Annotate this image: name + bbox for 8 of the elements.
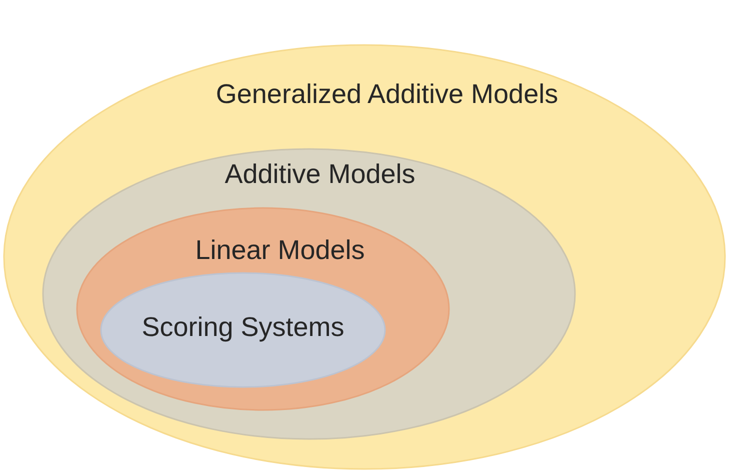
set-label: Scoring Systems [142, 311, 344, 344]
set-ellipse [100, 272, 386, 388]
set-ellipse [3, 44, 726, 470]
set-label: Generalized Additive Models [216, 78, 558, 110]
set-ellipse [76, 207, 450, 411]
set-ellipse [42, 148, 576, 440]
set-label: Additive Models [224, 158, 416, 190]
set-label: Linear Models [195, 234, 365, 266]
